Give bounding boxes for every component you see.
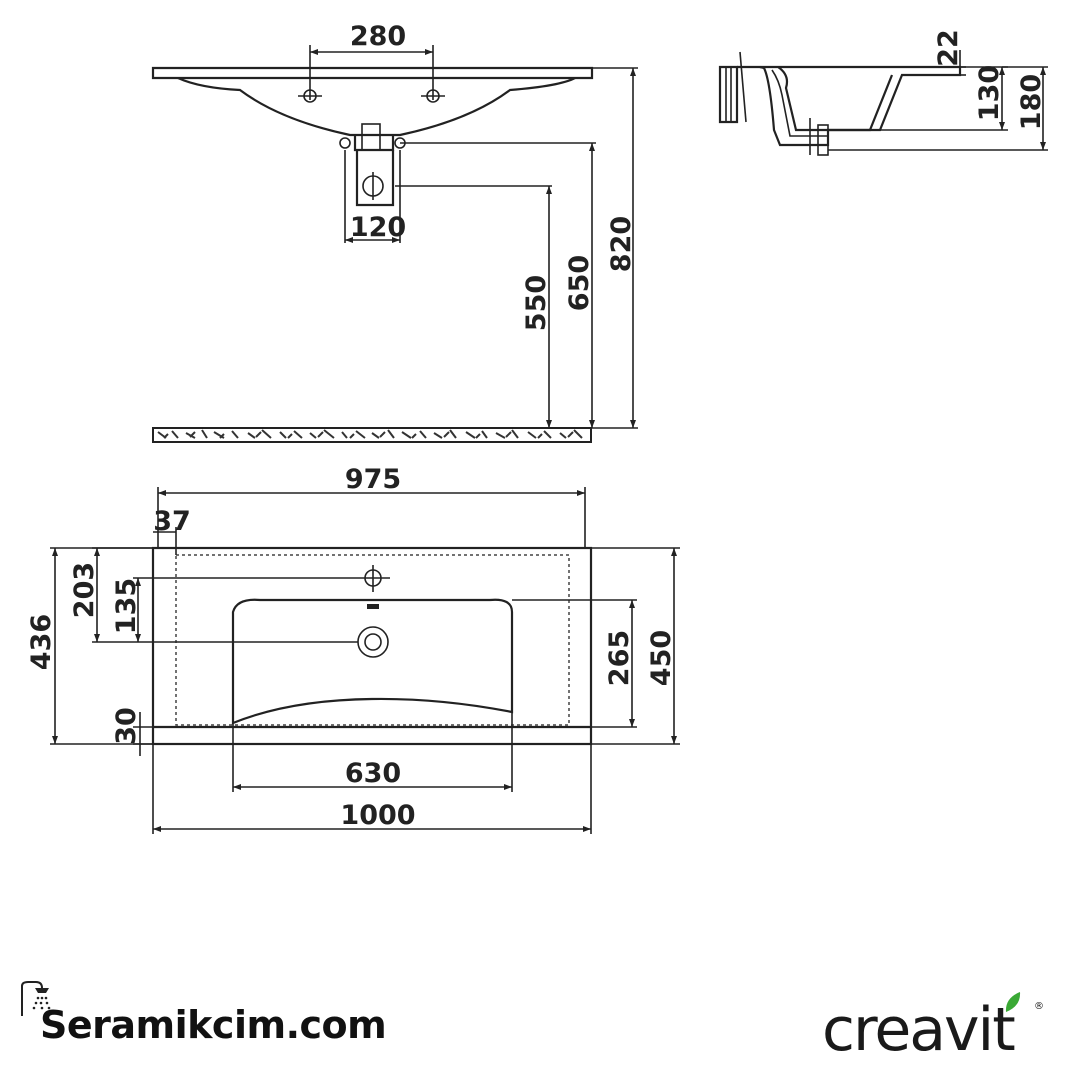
site-brand: Seramikcim.com — [40, 1003, 387, 1047]
dim-630-label: 630 — [345, 758, 401, 789]
dim-280: 280 — [309, 21, 434, 100]
dim-135-label: 135 — [111, 578, 142, 634]
dim-1000-label: 1000 — [340, 800, 415, 831]
plan-view — [151, 546, 593, 746]
dim-37: 37 — [153, 506, 191, 555]
dim-436-label: 436 — [26, 614, 57, 670]
dim-280-label: 280 — [350, 21, 406, 52]
dim-37-label: 37 — [153, 506, 191, 537]
dim-820: 820 — [592, 67, 638, 429]
dim-975-label: 975 — [345, 464, 401, 495]
dim-265-label: 265 — [604, 630, 635, 686]
dim-550-label: 550 — [521, 275, 552, 331]
floor-slab — [152, 427, 592, 443]
dim-630: 630 — [232, 712, 513, 792]
shower-icon — [21, 981, 51, 1016]
creavit-logo-text: creavit — [822, 995, 1016, 1065]
dim-22-label: 22 — [933, 29, 964, 67]
dim-180: 180 — [828, 66, 1048, 151]
dim-975: 975 — [157, 464, 586, 548]
dim-30-label: 30 — [111, 707, 142, 745]
front-elevation — [151, 66, 594, 207]
dim-265: 265 — [512, 599, 637, 728]
dim-120: 120 — [344, 150, 406, 243]
dim-550: 550 — [395, 185, 552, 428]
dim-450-label: 450 — [646, 630, 677, 686]
leaf-icon — [1005, 992, 1021, 1012]
dim-135: 135 — [111, 577, 358, 642]
dimension-arrows — [52, 49, 1046, 832]
dim-650-label: 650 — [564, 255, 595, 311]
dim-30: 30 — [111, 707, 153, 756]
dim-180-label: 180 — [1016, 74, 1047, 130]
dim-650: 650 — [400, 142, 596, 428]
registered-mark: ® — [1034, 1001, 1044, 1012]
dim-820-label: 820 — [606, 216, 637, 272]
dim-1000: 1000 — [152, 744, 592, 834]
side-section — [718, 51, 962, 156]
dim-450: 450 — [591, 547, 680, 745]
dim-203-label: 203 — [69, 562, 100, 618]
dim-203: 203 — [69, 547, 358, 643]
dim-120-label: 120 — [350, 212, 406, 243]
creavit-logo: creavit ® — [822, 995, 1044, 1065]
